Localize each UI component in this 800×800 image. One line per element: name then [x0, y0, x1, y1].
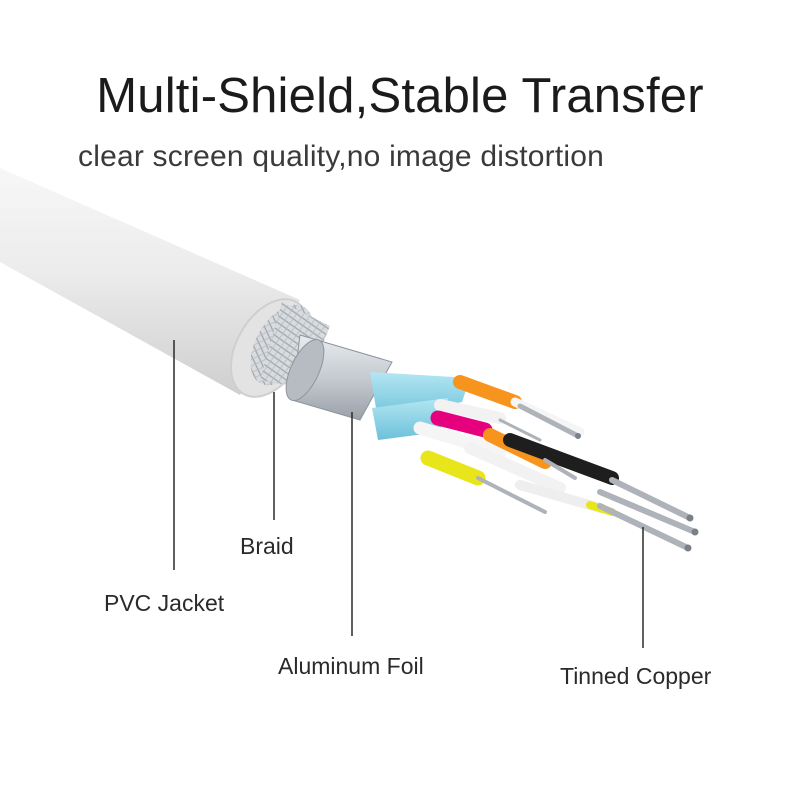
aluminum-foil-label: Aluminum Foil [278, 653, 424, 679]
tinned-copper-label: Tinned Copper [560, 663, 712, 689]
tinned-copper-strands [476, 403, 699, 552]
braid-label: Braid [240, 533, 294, 559]
signal-wires [413, 375, 619, 516]
headline: Multi-Shield,Stable Transfer [96, 69, 704, 123]
pvc-jacket-label: PVC Jacket [104, 590, 225, 616]
aluminum-foil-layer [285, 334, 393, 421]
leader-lines [173, 340, 644, 648]
subheadline: clear screen quality,no image distortion [78, 140, 605, 173]
